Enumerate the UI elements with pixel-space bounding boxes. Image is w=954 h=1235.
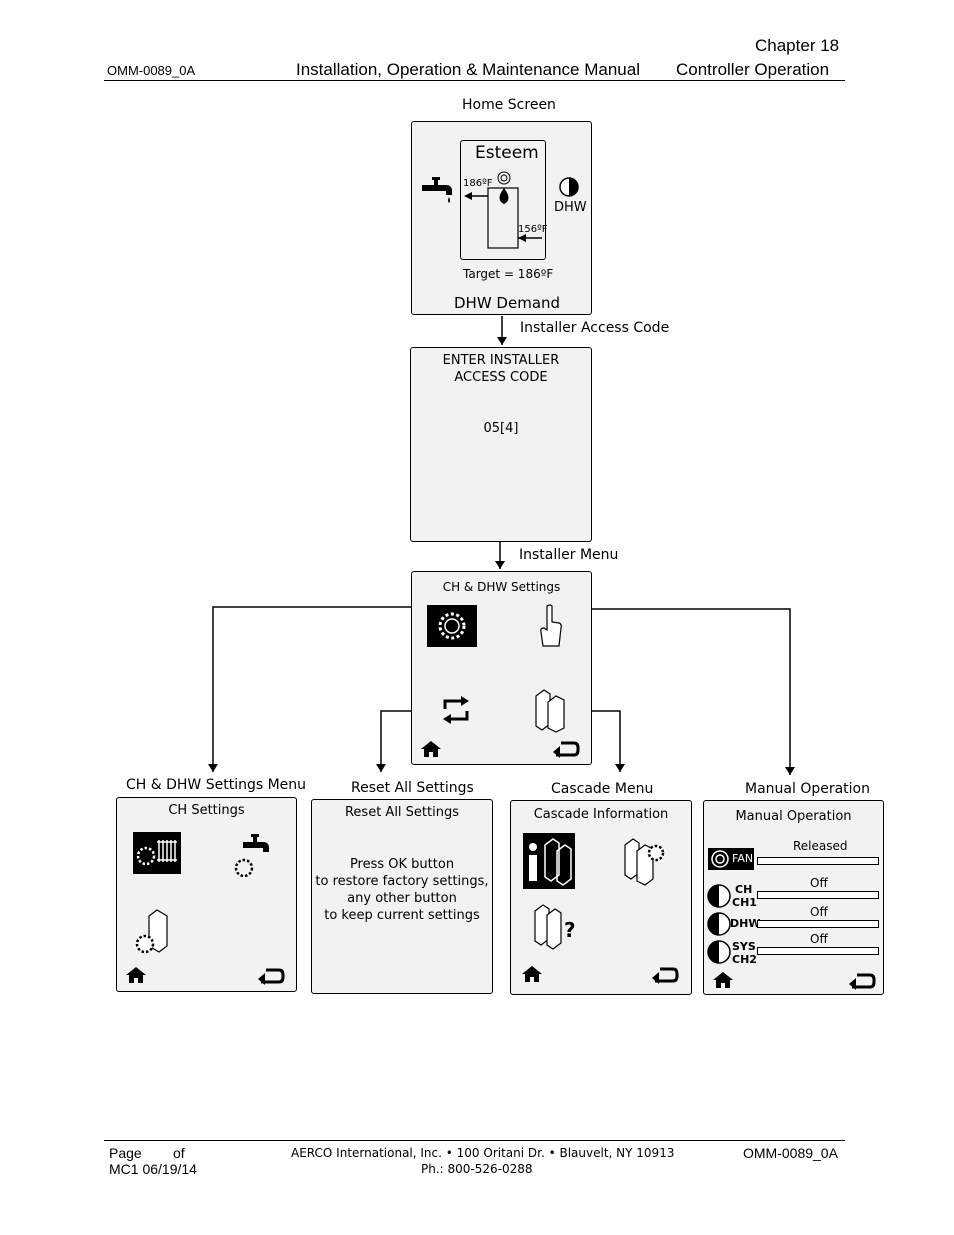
ch-pump-icon[interactable] (706, 883, 732, 909)
installer-menu-title: CH & DHW Settings (442, 580, 561, 594)
boiler-diagram (464, 171, 542, 249)
access-line-2: ACCESS CODE (454, 370, 548, 385)
ch-radiator-gear-icon[interactable] (133, 832, 181, 874)
home-icon[interactable] (420, 740, 442, 758)
inlet-temp: 156ºF (518, 224, 548, 235)
cascade-menu-label: Cascade Menu (551, 781, 654, 797)
status-text: DHW Demand (454, 294, 561, 312)
dhw-status: Off (810, 905, 828, 919)
sys-label: SYS (732, 940, 756, 953)
dhw-pump-icon[interactable] (706, 911, 732, 937)
sys-status: Off (810, 932, 828, 946)
pump-icon (559, 177, 579, 197)
home-icon[interactable] (521, 965, 543, 983)
access-code-value[interactable]: 05[4] (483, 421, 519, 436)
sys-pump-icon[interactable] (706, 939, 732, 965)
ch-status: Off (810, 876, 828, 890)
footer-page: Page (109, 1145, 142, 1161)
manual-title: Installation, Operation & Maintenance Ma… (296, 60, 640, 79)
access-code-screen: ENTER INSTALLER ACCESS CODE 05[4] (410, 347, 592, 542)
cascade-info-icon[interactable] (523, 833, 575, 889)
reset-all-screen: Reset All Settings Press OK button to re… (311, 799, 493, 994)
ch2-label: CH2 (732, 953, 757, 966)
back-arrow-icon[interactable] (257, 966, 285, 986)
arrow-to-manual (592, 608, 795, 775)
access-line-1: ENTER INSTALLER (442, 353, 560, 368)
arrow-to-reset (376, 710, 411, 772)
manual-title: Manual Operation (735, 809, 852, 824)
brand-name: Esteem (475, 143, 539, 163)
section-title: Controller Operation (676, 60, 830, 79)
back-arrow-icon[interactable] (848, 971, 876, 991)
fan-status-bar[interactable] (757, 857, 879, 865)
dhw-label: DHW (730, 917, 761, 930)
pump-label: DHW (554, 200, 587, 215)
reset-line-3: any other button (347, 891, 457, 906)
reset-title: Reset All Settings (344, 805, 460, 820)
fan-status: Released (793, 839, 848, 853)
back-arrow-icon[interactable] (552, 739, 580, 759)
reset-arrows-icon[interactable] (441, 695, 471, 725)
installer-menu-label: Installer Menu (519, 547, 619, 563)
cascade-title: Cascade Information (533, 807, 669, 822)
ch-status-bar[interactable] (757, 891, 879, 899)
installer-menu-screen: CH & DHW Settings (411, 571, 592, 765)
ch-settings-screen: CH Settings (116, 797, 297, 992)
reset-all-label: Reset All Settings (351, 780, 474, 796)
target-temp: Target = 186ºF (463, 267, 554, 281)
sys-status-bar[interactable] (757, 947, 879, 955)
cascade-boilers-icon[interactable] (534, 688, 568, 733)
back-arrow-icon[interactable] (651, 965, 679, 985)
footer-address: AERCO International, Inc. • 100 Oritani … (291, 1146, 675, 1160)
footer-doc-id: OMM-0089_0A (743, 1145, 838, 1161)
footer-rule (104, 1140, 845, 1141)
cascade-screen: Cascade Information ? (510, 800, 692, 995)
footer-revision: MC1 06/19/14 (109, 1161, 197, 1177)
home-screen: Esteem 186ºF 156ºF DHW Target = 186ºF DH… (411, 121, 592, 315)
arrow-to-ch-settings (208, 606, 411, 772)
faucet-icon (422, 177, 452, 203)
hand-pointer-icon[interactable] (538, 604, 564, 648)
home-screen-label: Home Screen (462, 97, 556, 113)
settings-gear-icon[interactable] (427, 605, 477, 647)
reset-line-1: Press OK button (349, 857, 455, 872)
dhw-faucet-gear-icon[interactable] (233, 834, 273, 884)
dhw-status-bar[interactable] (757, 920, 879, 928)
arrow-to-cascade (592, 710, 625, 772)
cascade-settings-icon[interactable] (623, 837, 667, 887)
outlet-temp: 186ºF (463, 178, 493, 189)
boiler-frame (460, 140, 546, 260)
reset-line-4: to keep current settings (324, 908, 480, 923)
ch-settings-title: CH Settings (168, 803, 245, 818)
boiler-gear-icon[interactable] (135, 908, 171, 958)
doc-id: OMM-0089_0A (107, 63, 196, 78)
home-icon[interactable] (712, 971, 734, 989)
header-rule (104, 80, 845, 81)
ch1-label: CH1 (732, 896, 757, 909)
svg-text:?: ? (564, 918, 576, 942)
manual-operation-screen: Manual Operation FAN Released CH CH1 Off… (703, 800, 884, 995)
home-icon[interactable] (125, 966, 147, 984)
chapter-label: Chapter 18 (755, 36, 840, 55)
manual-operation-label: Manual Operation (745, 781, 870, 797)
footer-phone: Ph.: 800-526-0288 (421, 1162, 533, 1176)
fan-icon[interactable]: FAN (708, 848, 754, 870)
ch-dhw-settings-menu-label: CH & DHW Settings Menu (126, 777, 307, 793)
reset-line-2: to restore factory settings, (315, 874, 489, 889)
fan-label: FAN (732, 852, 754, 865)
installer-access-label: Installer Access Code (520, 320, 670, 336)
ch-label: CH (735, 883, 753, 896)
cascade-help-icon[interactable]: ? (533, 903, 581, 950)
footer-of: of (173, 1145, 185, 1161)
